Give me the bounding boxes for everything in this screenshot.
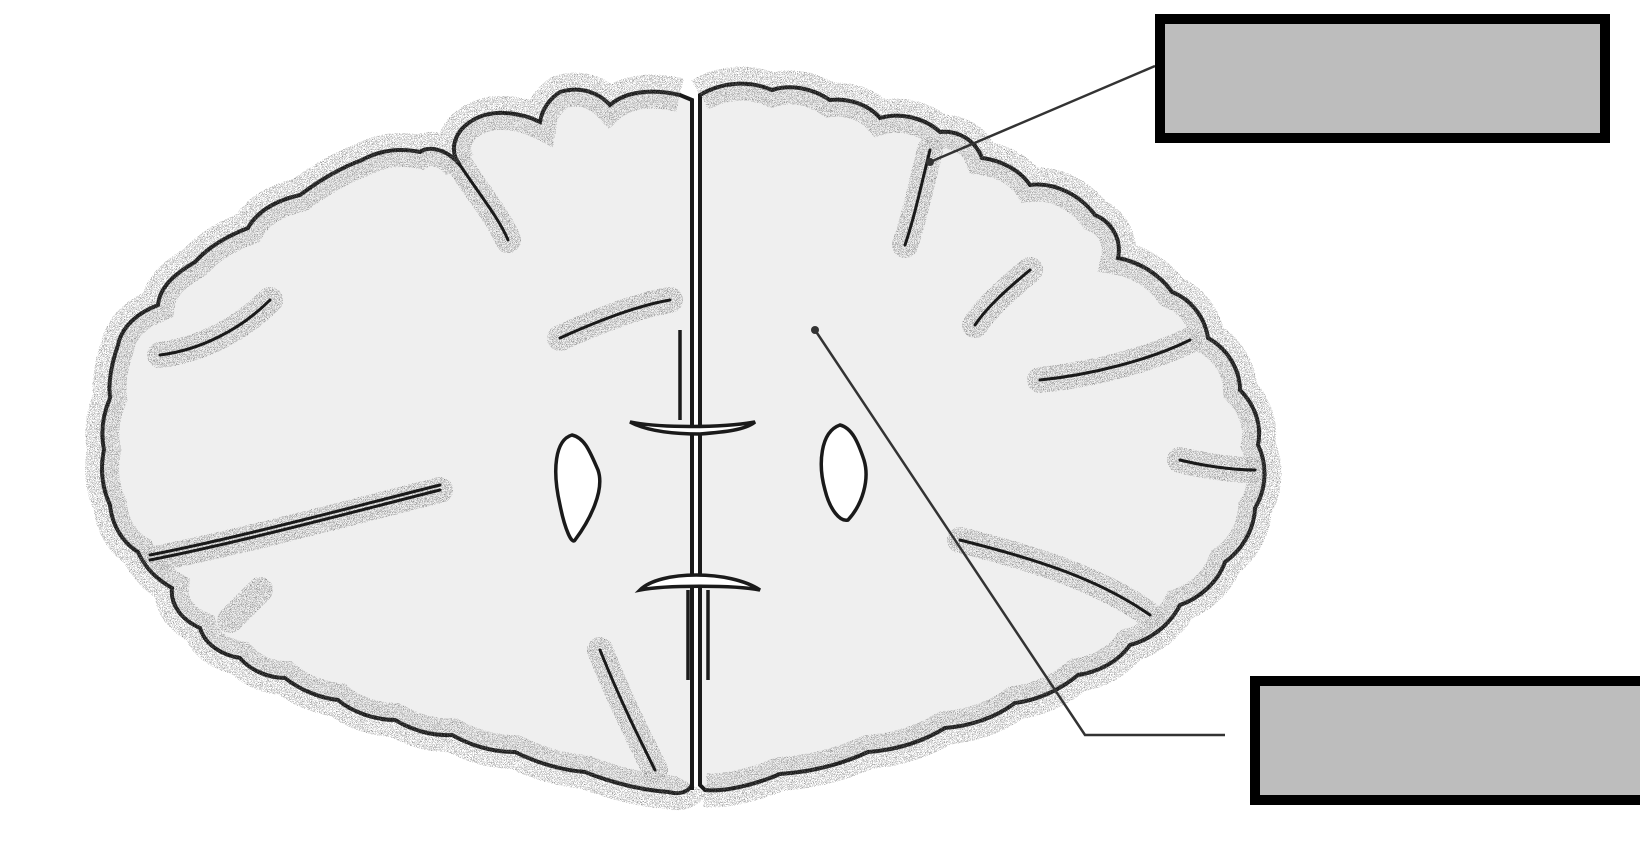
leader-line-top — [929, 64, 1156, 164]
leader-dot-top — [926, 158, 934, 166]
leader-dot-bottom — [811, 326, 819, 334]
leader-lines — [811, 64, 1225, 737]
label-box-bottom[interactable] — [1250, 676, 1640, 805]
right-lateral-ventricle — [819, 423, 868, 522]
left-lateral-ventricle — [554, 433, 602, 543]
cortex-grey-matter — [85, 66, 1282, 811]
right-hemisphere — [698, 81, 1267, 793]
corpus-callosum — [629, 330, 761, 680]
label-box-top[interactable] — [1155, 14, 1610, 143]
leader-line-bottom — [813, 329, 1225, 737]
sulci — [137, 137, 1268, 783]
